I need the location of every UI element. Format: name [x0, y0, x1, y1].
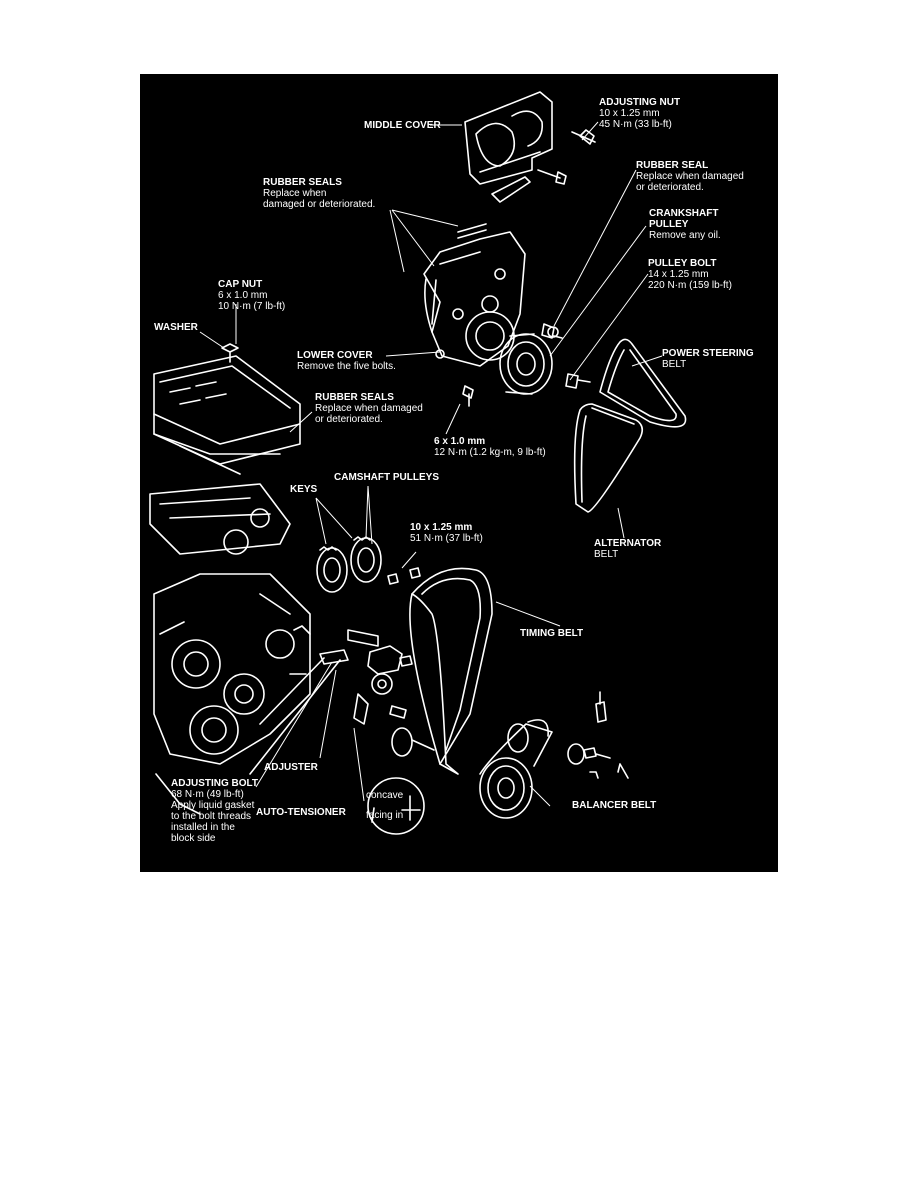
- label-lower-cover-line1: Remove the five bolts.: [297, 361, 396, 372]
- label-adjusting-bolt-line1: 68 N·m (49 lb-ft): [171, 789, 244, 800]
- label-rubber-seals-mid-line1: Replace when damaged: [315, 403, 423, 414]
- crankshaft-pulley-part: [499, 323, 591, 395]
- label-pulley-bolt-title: PULLEY BOLT: [648, 258, 717, 269]
- label-keys: KEYS: [290, 484, 317, 495]
- label-rubber-seals-mid-line2: or deteriorated.: [315, 414, 383, 425]
- label-cap-nut-title: CAP NUT: [218, 279, 263, 290]
- cylinder-head-part: [149, 343, 301, 555]
- leader-lines: [199, 121, 663, 807]
- label-washer: WASHER: [154, 322, 198, 333]
- label-alternator-belt-title2: BELT: [594, 549, 619, 560]
- label-adjusting-nut-title: ADJUSTING NUT: [599, 97, 681, 108]
- label-middle-cover: MIDDLE COVER: [364, 120, 441, 131]
- label-rubber-seals-mid-title: RUBBER SEALS: [315, 392, 394, 403]
- label-balancer-belt: BALANCER BELT: [572, 800, 656, 811]
- label-rubber-seal-title: RUBBER SEAL: [636, 160, 709, 171]
- label-cap-nut-line2: 10 N·m (7 lb-ft): [218, 301, 286, 312]
- label-adjusting-bolt-line4: installed in the: [171, 822, 235, 833]
- label-bolt-10x125: 10 x 1.25 mm 51 N·m (37 lb-ft): [410, 522, 483, 544]
- engine-block-part: [153, 573, 311, 815]
- inset-detail-marks: [371, 795, 421, 823]
- label-auto-tensioner-title: AUTO-TENSIONER: [256, 807, 346, 818]
- balancer-belt-part: [479, 719, 553, 819]
- label-rubber-seal-line2: or deteriorated.: [636, 182, 704, 193]
- tensioner-assembly-part: [249, 629, 435, 775]
- label-rubber-seals-mid: RUBBER SEALS Replace when damaged or det…: [315, 392, 423, 425]
- label-timing-belt-title: TIMING BELT: [520, 628, 584, 639]
- power-steering-belt-part: [599, 338, 687, 428]
- engine-exploded-view-illustration: [149, 91, 687, 835]
- label-pulley-bolt-line1: 14 x 1.25 mm: [648, 269, 709, 280]
- label-adjuster: ADJUSTER: [264, 762, 318, 773]
- label-adjusting-bolt-title: ADJUSTING BOLT: [171, 778, 259, 789]
- label-rubber-seals-top-line2: damaged or deteriorated.: [263, 199, 376, 210]
- label-adjusting-nut-line1: 10 x 1.25 mm: [599, 108, 660, 119]
- inset-note-line1: concave: [366, 790, 404, 801]
- timing-belt-part: [409, 567, 493, 775]
- label-pulley-bolt-line2: 220 N·m (159 lb-ft): [648, 280, 732, 291]
- lower-cover-part: [423, 231, 526, 367]
- label-crankshaft-pulley-title2: PULLEY: [649, 219, 689, 230]
- label-adjusting-nut-line2: 45 N·m (33 lb-ft): [599, 119, 672, 130]
- label-crankshaft-pulley-line1: Remove any oil.: [649, 230, 721, 241]
- label-adjusting-bolt: ADJUSTING BOLT 68 N·m (49 lb-ft) Apply l…: [171, 778, 258, 844]
- inset-note: concave facing in: [366, 790, 403, 822]
- middle-cover-part: [464, 91, 596, 203]
- label-rubber-seals-top-title: RUBBER SEALS: [263, 177, 342, 188]
- label-alternator-belt-title1: ALTERNATOR: [594, 538, 662, 549]
- label-middle-cover-title: MIDDLE COVER: [364, 120, 441, 131]
- inset-detail-circle: [367, 777, 425, 835]
- label-adjusting-bolt-line2: Apply liquid gasket: [171, 800, 255, 811]
- label-adjuster-title: ADJUSTER: [264, 762, 318, 773]
- alternator-belt-part: [573, 403, 644, 513]
- label-camshaft-pulleys-title: CAMSHAFT PULLEYS: [334, 472, 439, 483]
- label-auto-tensioner: AUTO-TENSIONER: [256, 807, 346, 818]
- balancer-hardware-part: [567, 691, 629, 779]
- label-rubber-seals-top: RUBBER SEALS Replace when damaged or det…: [263, 177, 375, 210]
- label-bolt-6x1: 6 x 1.0 mm 12 N·m (1.2 kg-m, 9 lb-ft): [434, 436, 546, 458]
- label-power-steering-belt-title2: BELT: [662, 359, 687, 370]
- label-bolt-6x1-line2: 12 N·m (1.2 kg-m, 9 lb-ft): [434, 447, 546, 458]
- inset-note-line2: facing in: [366, 810, 404, 821]
- label-cap-nut: CAP NUT 6 x 1.0 mm 10 N·m (7 lb-ft): [218, 279, 285, 312]
- label-rubber-seal-line1: Replace when damaged: [636, 171, 744, 182]
- label-lower-cover-title: LOWER COVER: [297, 350, 373, 361]
- label-camshaft-pulleys: CAMSHAFT PULLEYS: [334, 472, 439, 483]
- label-timing-belt: TIMING BELT: [520, 628, 583, 639]
- label-bolt-10x125-line2: 51 N·m (37 lb-ft): [410, 533, 483, 544]
- label-bolt-6x1-line1: 6 x 1.0 mm: [434, 436, 486, 447]
- label-pulley-bolt: PULLEY BOLT 14 x 1.25 mm 220 N·m (159 lb…: [648, 258, 732, 291]
- cover-bolt: [462, 385, 474, 407]
- label-power-steering-belt: POWER STEERING BELT: [662, 348, 754, 370]
- timing-belt-diagram: MIDDLE COVER ADJUSTING NUT 10 x 1.25 mm …: [140, 74, 778, 872]
- label-rubber-seal: RUBBER SEAL Replace when damaged or dete…: [636, 160, 744, 193]
- label-power-steering-belt-title1: POWER STEERING: [662, 348, 754, 359]
- label-adjusting-bolt-line3: to the bolt threads: [171, 811, 252, 822]
- label-balancer-belt-title: BALANCER BELT: [572, 800, 657, 811]
- label-crankshaft-pulley-title1: CRANKSHAFT: [649, 208, 719, 219]
- gasket-strip: [457, 223, 487, 239]
- label-crankshaft-pulley: CRANKSHAFT PULLEY Remove any oil.: [649, 208, 721, 241]
- label-cap-nut-line1: 6 x 1.0 mm: [218, 290, 268, 301]
- label-adjusting-nut: ADJUSTING NUT 10 x 1.25 mm 45 N·m (33 lb…: [599, 97, 680, 130]
- label-washer-title: WASHER: [154, 322, 198, 333]
- label-adjusting-bolt-line5: block side: [171, 833, 216, 844]
- label-alternator-belt: ALTERNATOR BELT: [594, 538, 661, 560]
- label-rubber-seals-top-line1: Replace when: [263, 188, 327, 199]
- label-lower-cover: LOWER COVER Remove the five bolts.: [297, 350, 396, 372]
- label-keys-title: KEYS: [290, 484, 318, 495]
- label-bolt-10x125-line1: 10 x 1.25 mm: [410, 522, 473, 533]
